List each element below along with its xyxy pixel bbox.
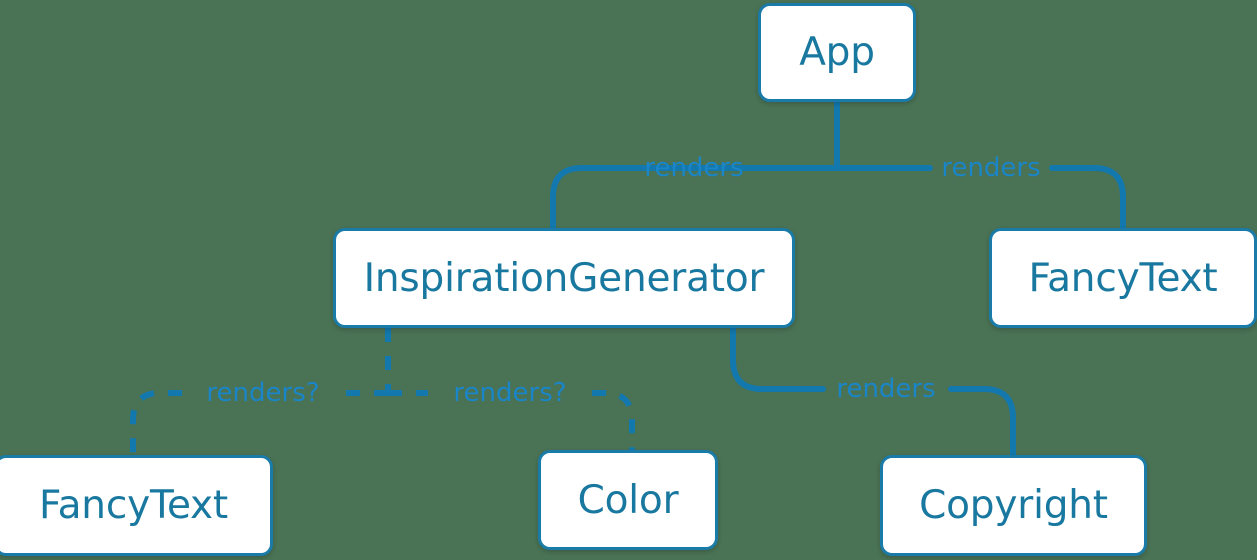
node-copyright[interactable]: Copyright xyxy=(880,455,1147,556)
edge-inspirationgenerator-to-copyright xyxy=(730,325,826,392)
node-fancytext-bottom[interactable]: FancyText xyxy=(0,455,273,556)
edge-app-to-inspirationgenerator-2 xyxy=(550,165,758,231)
node-copyright-label: Copyright xyxy=(919,483,1108,528)
node-color-label: Color xyxy=(577,477,679,523)
edge-inspirationgenerator-to-fancytext-2 xyxy=(130,390,182,455)
edge-app-to-fancytext-2 xyxy=(1049,165,1126,231)
node-app-label: App xyxy=(799,30,875,75)
edge-label-inspirationgenerator-to-copyright: renders xyxy=(836,374,936,404)
node-fancytext-top-label: FancyText xyxy=(1028,255,1218,301)
edge-label-inspirationgenerator-to-color: renders? xyxy=(453,378,567,408)
edge-inspirationgenerator-to-color-2 xyxy=(592,390,635,450)
edge-label-inspirationgenerator-to-fancytext: renders? xyxy=(206,378,320,408)
edge-label-app-to-inspirationgenerator: renders xyxy=(644,153,744,183)
node-inspirationgenerator-label: InspirationGenerator xyxy=(363,255,765,301)
edge-label-app-to-fancytext: renders xyxy=(941,153,1041,183)
node-fancytext-top[interactable]: FancyText xyxy=(989,228,1257,328)
node-inspirationgenerator[interactable]: InspirationGenerator xyxy=(333,228,795,328)
node-color[interactable]: Color xyxy=(538,450,718,550)
node-fancytext-bottom-label: FancyText xyxy=(38,483,229,528)
edge-inspirationgenerator-to-copyright-2 xyxy=(948,386,1016,458)
node-app[interactable]: App xyxy=(758,3,916,102)
